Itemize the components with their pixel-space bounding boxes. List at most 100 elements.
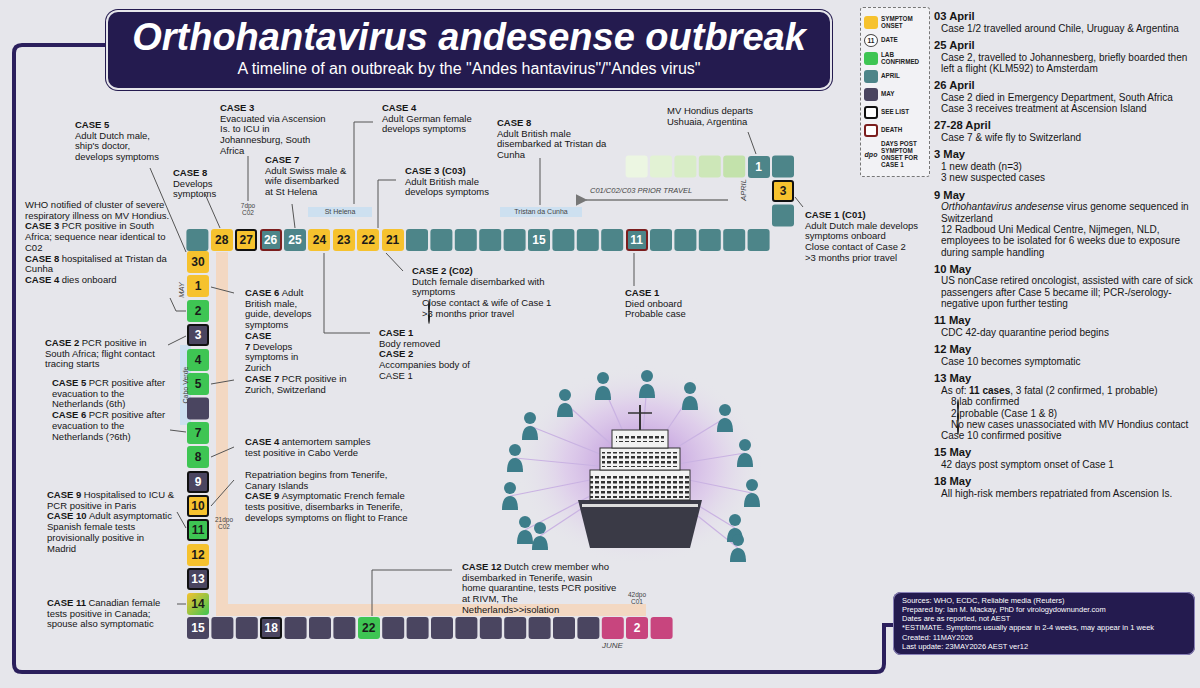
date-heading: 10 May — [934, 263, 1194, 276]
date-cell: 23 — [333, 229, 355, 251]
callout-text: CASE 9 — [47, 489, 81, 500]
callout-text: Adult British male disembarked at Trista… — [497, 128, 606, 160]
person-head — [732, 534, 744, 546]
date-cell — [723, 229, 745, 251]
date-cell — [748, 229, 770, 251]
callout-text: CASE 4 — [382, 102, 416, 113]
callout-text: CASE 1 — [625, 287, 659, 298]
date-cell — [650, 156, 672, 178]
date-cell: 30 — [187, 251, 209, 273]
callout-row: CASE 9Hospitalised to ICU & PCR positive… — [40, 490, 175, 511]
date-cell — [407, 617, 429, 639]
legend-sample — [864, 106, 878, 119]
date-number: 11 — [192, 524, 205, 536]
callout-text: CASE 3 (C03) — [405, 165, 466, 176]
callout-text: CASE 9 — [245, 490, 279, 501]
date-cell — [577, 617, 599, 639]
callout-text: >3 months prior travel — [805, 252, 897, 263]
illustration-part — [600, 448, 680, 470]
callout-text: CASE 3 — [25, 220, 59, 231]
callout-row: Case 2, travelled to Johannesberg, brief… — [934, 52, 1194, 75]
date-cell: 21 — [382, 229, 404, 251]
leader-line — [372, 570, 452, 616]
callout-text: US nonCase retired oncologist, assisted … — [941, 275, 1193, 309]
date-number: 26 — [264, 234, 277, 246]
date-number: 1 — [755, 161, 762, 173]
date-cell: 15 — [187, 617, 209, 639]
date-number: 8 — [195, 451, 202, 463]
date-cell — [529, 617, 551, 639]
date-number: 9 — [195, 476, 202, 488]
date-cell: 11 — [187, 519, 209, 541]
callout-row: Close contact of Case 2 — [798, 242, 926, 253]
date-cell — [602, 617, 624, 639]
callout-text: As of: — [941, 385, 967, 396]
date-number: 15 — [191, 622, 204, 634]
caption: A timeline of an outbreak by the "Andes … — [108, 59, 830, 79]
callout-text: 3 May — [934, 148, 965, 160]
source-note: Sources: WHO, ECDC, Reliable media (Reut… — [902, 596, 1186, 605]
callout-text: All high-risk members repatriated from A… — [941, 488, 1172, 499]
date-heading: 03 April — [934, 10, 1194, 23]
callout-text: 11 May — [934, 314, 971, 326]
callout-row: CASE 6Adult British male, guide, develop… — [238, 288, 318, 331]
date-cell: 22 — [357, 229, 379, 251]
date-heading: 25 April — [934, 39, 1194, 52]
legend-text: APRIL — [881, 73, 900, 80]
callout-row: >3 months prior travel — [405, 309, 555, 320]
person-body — [717, 418, 733, 432]
callout-row: CDC 42-day quarantine period begins — [934, 327, 1194, 338]
person-head — [597, 372, 609, 384]
leader-line — [354, 122, 373, 204]
callout-text: WHO notified of cluster of severe respir… — [25, 199, 169, 221]
legend-sample — [864, 88, 878, 101]
region-label: MAY — [178, 282, 186, 298]
legend-text: DAYS POST SYMPTOM ONSET FOR CASE 1 — [881, 141, 926, 169]
callout-text: 8 lab confirmed — [951, 396, 1019, 407]
date-cell — [480, 617, 502, 639]
date-cell — [651, 617, 673, 639]
date-cell — [674, 229, 696, 251]
leader-line — [170, 298, 186, 311]
region-label: St Helena — [308, 208, 372, 215]
illustration-part — [582, 504, 698, 507]
callout: CASE 9Hospitalised to ICU & PCR positive… — [40, 490, 175, 554]
callout-row: No new cases unassociated with MV Hondiu… — [934, 419, 1194, 430]
illustration-part — [612, 430, 668, 448]
callout-text: Accompanies body of CASE 1 — [379, 359, 470, 381]
callout-row: CASE 2 — [372, 349, 492, 360]
date-cell — [699, 229, 721, 251]
date-number: 5 — [195, 378, 202, 390]
date-cell: 9 — [187, 471, 209, 493]
date-cell: 28 — [211, 229, 233, 251]
callout-row: CASE 9Asymptomatic French female tests p… — [238, 491, 413, 523]
date-cell: 1 — [748, 156, 770, 178]
callout-text: Case 3 receives treatment at Ascension I… — [941, 103, 1147, 114]
callout-text: Develops symptoms — [173, 178, 216, 200]
callout-text: CASE 1 (C01) — [805, 209, 866, 220]
person-body — [522, 426, 538, 440]
callout-text: 42 days post symptom onset of Case 1 — [941, 459, 1114, 470]
date-cell: 25 — [284, 229, 306, 251]
callout-text: dies onboard — [62, 274, 117, 285]
callout-text: CASE 7 — [245, 373, 279, 384]
date-cell: 2 — [187, 300, 209, 322]
date-heading: 27-28 April — [934, 119, 1194, 132]
callout-text: Case 2, travelled to Johannesberg, brief… — [941, 52, 1187, 74]
callout-text: CASE 8 — [25, 253, 59, 264]
date-cell — [504, 229, 526, 251]
date-cell — [626, 156, 648, 178]
person-body — [532, 536, 548, 550]
legend-row: DEATH — [864, 123, 926, 138]
person-body — [507, 458, 523, 472]
leader-line — [211, 380, 234, 384]
callout-text: 13 May — [934, 372, 971, 384]
callout-text: Case 2 died in Emergency Department, Sou… — [941, 92, 1173, 103]
date-cell: 22 — [358, 617, 380, 639]
illustration-part — [639, 405, 641, 430]
callout-text: No new cases unassociated with MV Hondiu… — [951, 419, 1188, 430]
callout-row: CASE 2PCR positive in South Africa; flig… — [38, 338, 166, 370]
callout-row: Close contact & wife of Case 1 — [405, 298, 555, 309]
date-number: 21 — [386, 234, 399, 246]
callout-text: Adult British male develops symptoms — [405, 176, 489, 198]
